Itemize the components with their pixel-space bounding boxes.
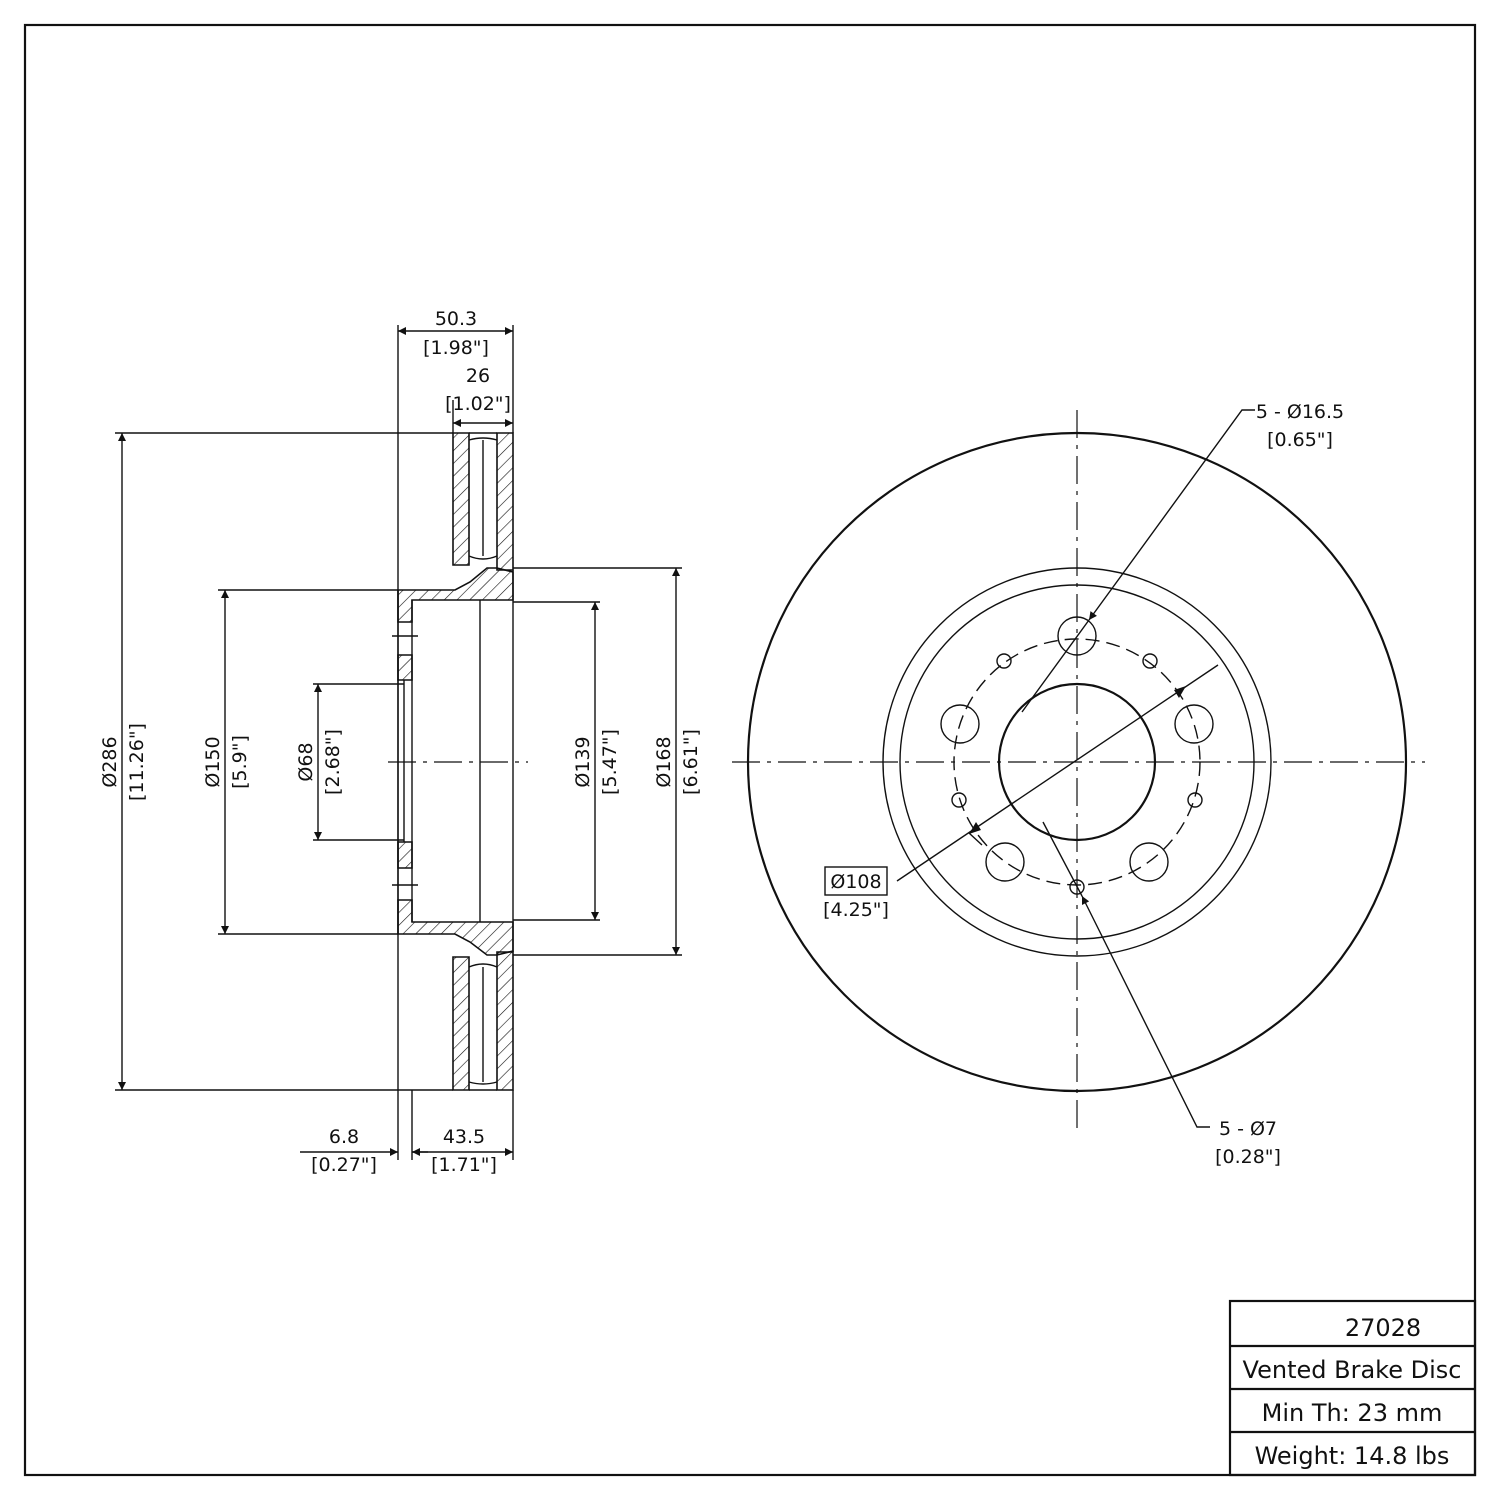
bolt-circle-mm: Ø108 (830, 871, 881, 893)
section-view: 50.3 [1.98"] 26 [1.02"] Ø286 [11.26"] Ø1… (99, 308, 702, 1176)
front-view: 5 - Ø16.5 [0.65"] 5 - Ø7 [0.28"] Ø108 [4… (732, 401, 1425, 1168)
offset-mm: 43.5 (443, 1126, 485, 1148)
bolt-hole (1057, 616, 1097, 656)
small-hole (951, 792, 967, 808)
small-hole (1142, 653, 1158, 669)
braking-inner-in: [6.61"] (680, 729, 702, 795)
braking-inner-mm: Ø168 (653, 736, 675, 787)
hat-wall-in: [0.27"] (311, 1154, 377, 1176)
title-block: 27028 Vented Brake Disc Min Th: 23 mm We… (1228, 1299, 1477, 1477)
small-hole-leader (1081, 895, 1210, 1128)
hat-step-edge (899, 584, 1255, 940)
outer-diameter-mm: Ø286 (99, 736, 121, 787)
disc-thickness-mm: 26 (466, 365, 490, 387)
small-hole (1069, 879, 1085, 895)
bolt-circle-in: [4.25"] (823, 899, 889, 921)
center-bore (997, 682, 1157, 842)
hat-outer-edge (882, 567, 1272, 957)
bolt-hole (1174, 704, 1214, 744)
overall-height-mm: 50.3 (435, 308, 477, 330)
disc-thickness-in: [1.02"] (445, 393, 511, 415)
small-holes-mm: 5 - Ø7 (1219, 1118, 1277, 1140)
bolt-circle-dim-line (896, 664, 1219, 882)
bolt-circle (953, 638, 1201, 886)
bolt-hole (940, 704, 980, 744)
drawing-border (23, 23, 1477, 1477)
bolt-hole-leader (1088, 409, 1255, 621)
part-description: Vented Brake Disc (1243, 1356, 1462, 1384)
bolt-hole (985, 842, 1025, 882)
hat-inner-in: [5.47"] (599, 729, 621, 795)
hat-diameter-in: [5.9"] (229, 735, 251, 789)
disc-outer-edge (746, 431, 1408, 1093)
part-number: 27028 (1345, 1314, 1421, 1342)
small-hole (996, 653, 1012, 669)
bolt-holes-mm: 5 - Ø16.5 (1256, 401, 1344, 423)
hat-wall-mm: 6.8 (329, 1126, 359, 1148)
hat-diameter-mm: Ø150 (202, 736, 224, 787)
hat-inner-mm: Ø139 (572, 736, 594, 787)
center-bore-mm: Ø68 (295, 742, 317, 781)
offset-in: [1.71"] (431, 1154, 497, 1176)
bolt-circle-box (824, 866, 888, 896)
weight: Weight: 14.8 lbs (1255, 1442, 1450, 1470)
bolt-hole (1129, 842, 1169, 882)
center-bore-in: [2.68"] (322, 729, 344, 795)
overall-height-in: [1.98"] (423, 337, 489, 359)
small-hole (1187, 792, 1203, 808)
min-thickness: Min Th: 23 mm (1262, 1399, 1443, 1427)
small-holes-in: [0.28"] (1215, 1146, 1281, 1168)
outer-diameter-in: [11.26"] (126, 723, 148, 801)
bolt-holes-in: [0.65"] (1267, 429, 1333, 451)
